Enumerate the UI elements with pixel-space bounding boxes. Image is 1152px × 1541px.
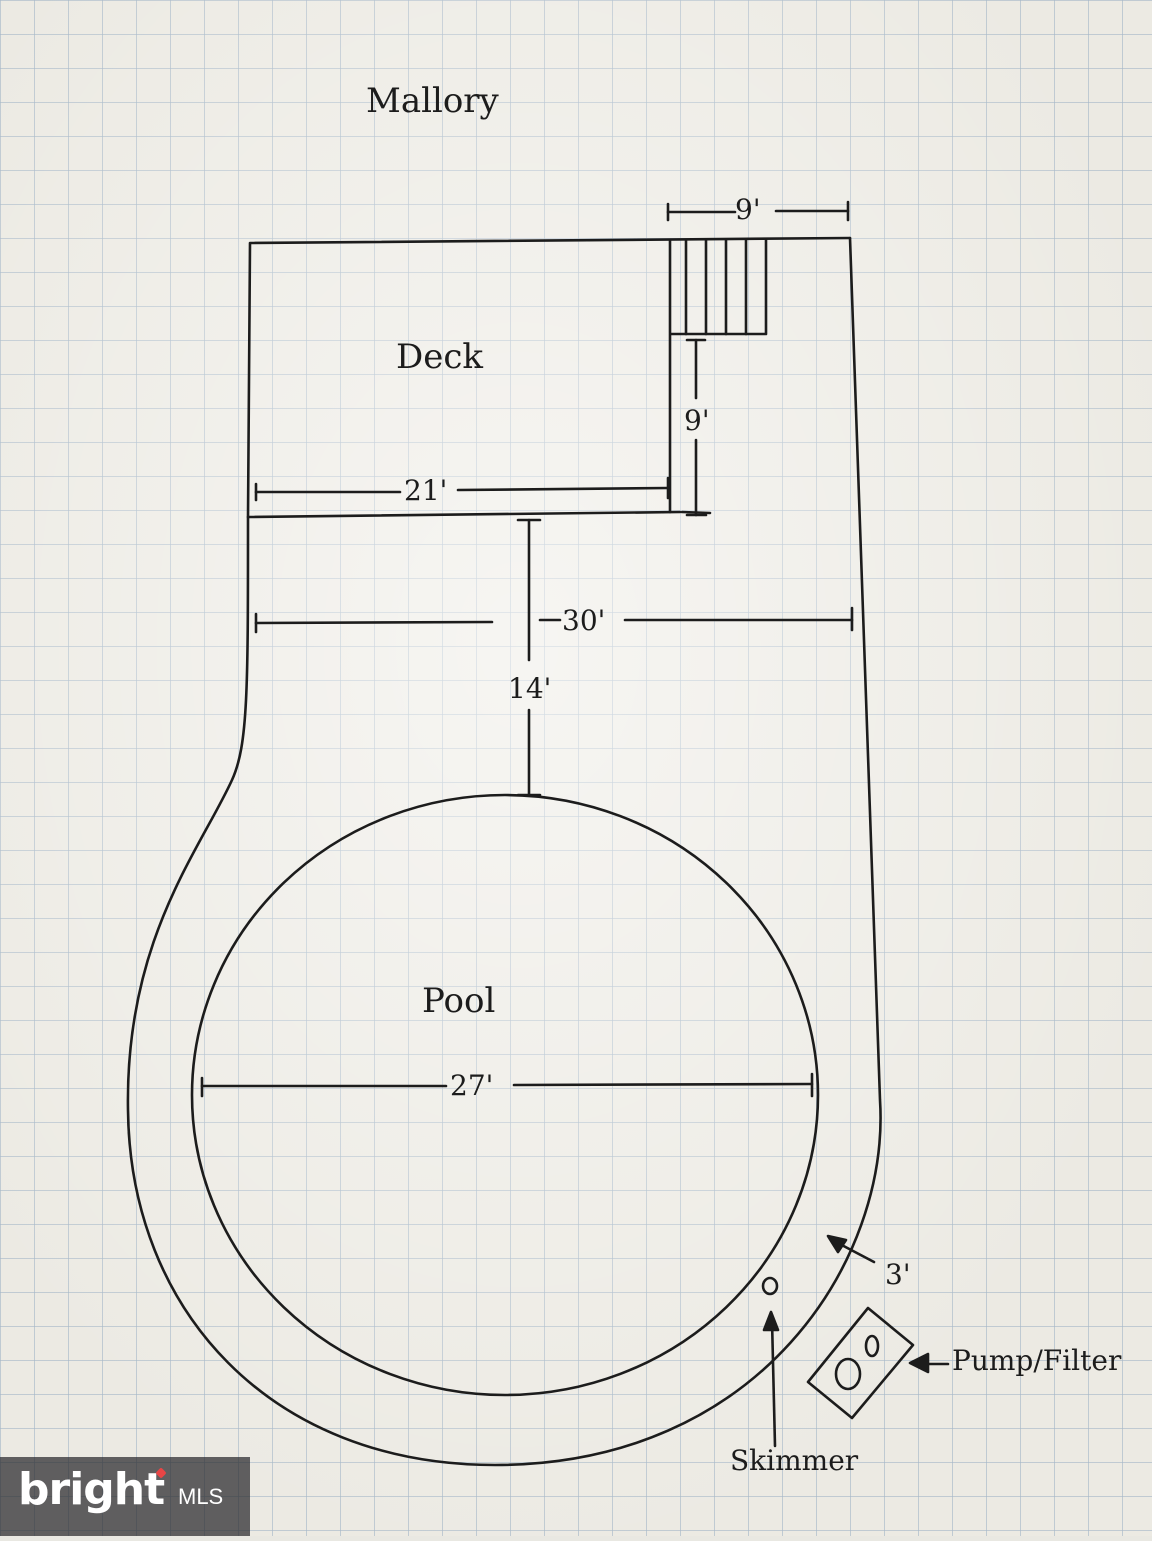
surround-outline — [126, 236, 882, 1467]
stairs-outline — [668, 238, 768, 514]
watermark-suffix: MLS — [178, 1484, 224, 1509]
pool-label: Pool — [422, 981, 495, 1021]
dim-deck-width: 21' — [404, 474, 447, 507]
dim-pool-diameter: 27' — [450, 1069, 493, 1102]
dim-stairs-length: 9' — [684, 404, 710, 437]
dim-gap: 14' — [508, 672, 551, 705]
deck-label: Deck — [396, 337, 483, 377]
stairs-treads — [684, 238, 748, 336]
dim-surround: 3' — [885, 1258, 911, 1291]
watermark-brand: bright — [18, 1464, 165, 1515]
pool-outline — [190, 793, 820, 1397]
drawing-title: Mallory — [366, 81, 500, 121]
dim-total-width: 30' — [562, 604, 605, 637]
skimmer-label: Skimmer — [730, 1444, 859, 1477]
dim-stairs-width: 9' — [735, 193, 761, 226]
pump-filter-box — [806, 1306, 915, 1420]
pump-filter-label: Pump/Filter — [952, 1344, 1122, 1377]
watermark-badge — [0, 1457, 250, 1536]
skimmer-symbol — [761, 1276, 779, 1296]
